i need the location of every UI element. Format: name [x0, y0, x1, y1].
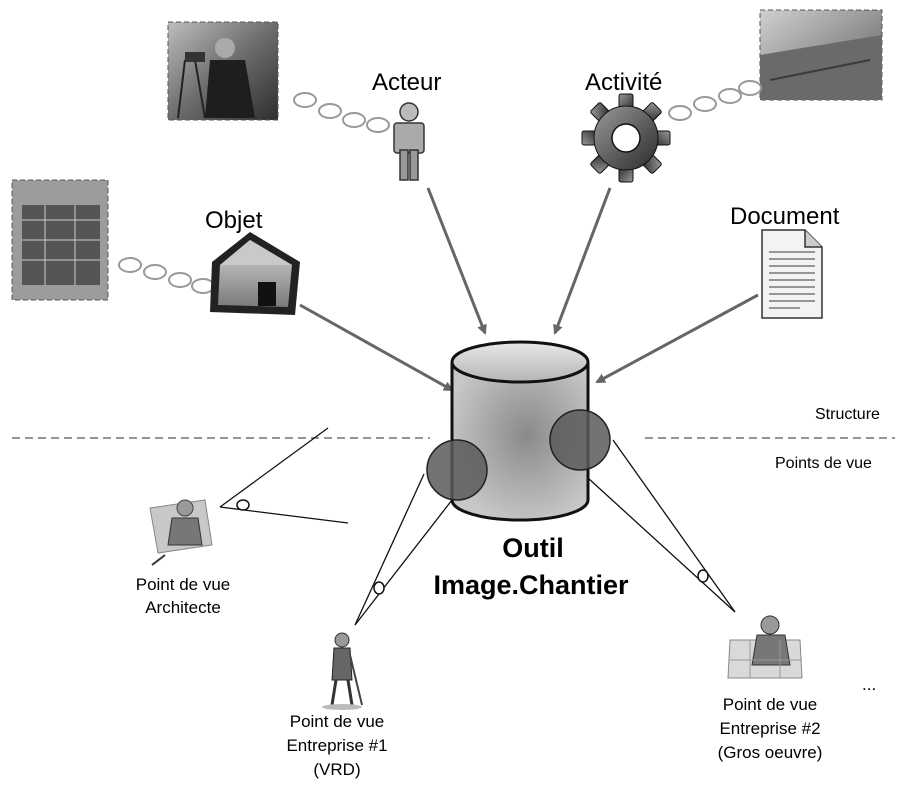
photo-surveyor	[167, 21, 279, 121]
viewpoint-entreprise1-line1: Point de vue	[290, 712, 385, 731]
more-viewpoints-ellipsis: ...	[862, 675, 876, 694]
viewpoint-entreprise2-line3: (Gros oeuvre)	[718, 743, 823, 762]
worker-figure-vrd	[322, 632, 363, 710]
bead-chain-activite	[668, 80, 762, 121]
tool-title-line2: Image.Chantier	[433, 570, 629, 600]
house-icon	[210, 232, 300, 315]
entity-label-acteur: Acteur	[372, 69, 441, 96]
arrow-document	[595, 293, 759, 384]
bead-chain-acteur	[293, 92, 390, 133]
viewpoint-entreprise2-line2: Entreprise #2	[719, 719, 820, 738]
viewpoint-entreprise1-line3: (VRD)	[313, 760, 360, 779]
viewpoint-architecte-line1: Point de vue	[136, 575, 231, 594]
bead-chain-objet	[118, 257, 215, 294]
arrow-objet	[299, 303, 454, 392]
person-icon	[393, 102, 425, 181]
gear-icon	[581, 93, 671, 183]
arrow-activite	[553, 187, 612, 335]
viewpoint-entreprise2-line1: Point de vue	[723, 695, 818, 714]
photo-building	[11, 179, 109, 301]
sight-lines	[219, 427, 736, 626]
viewpoint-architecte-line2: Architecte	[145, 598, 221, 617]
viewpoint-entreprise1-line2: Entreprise #1	[286, 736, 387, 755]
architect-figure	[149, 499, 213, 566]
worker-figure-gros-oeuvre	[727, 615, 803, 679]
entity-label-document: Document	[730, 203, 840, 230]
layer-label-structure: Structure	[815, 406, 880, 423]
document-icon	[761, 229, 823, 319]
entity-arrows	[299, 187, 759, 392]
arrow-acteur	[426, 187, 487, 335]
eye-markers	[236, 499, 709, 595]
tool-title-line1: Outil	[502, 533, 564, 563]
viewpoint-lens-right	[549, 409, 611, 471]
photo-site-aerial	[759, 9, 883, 101]
entity-label-objet: Objet	[205, 207, 263, 234]
tool-cylinder	[450, 340, 590, 522]
viewpoint-lens-left	[426, 439, 488, 501]
layer-label-points-de-vue: Points de vue	[775, 455, 872, 472]
entity-label-activite: Activité	[585, 69, 662, 96]
